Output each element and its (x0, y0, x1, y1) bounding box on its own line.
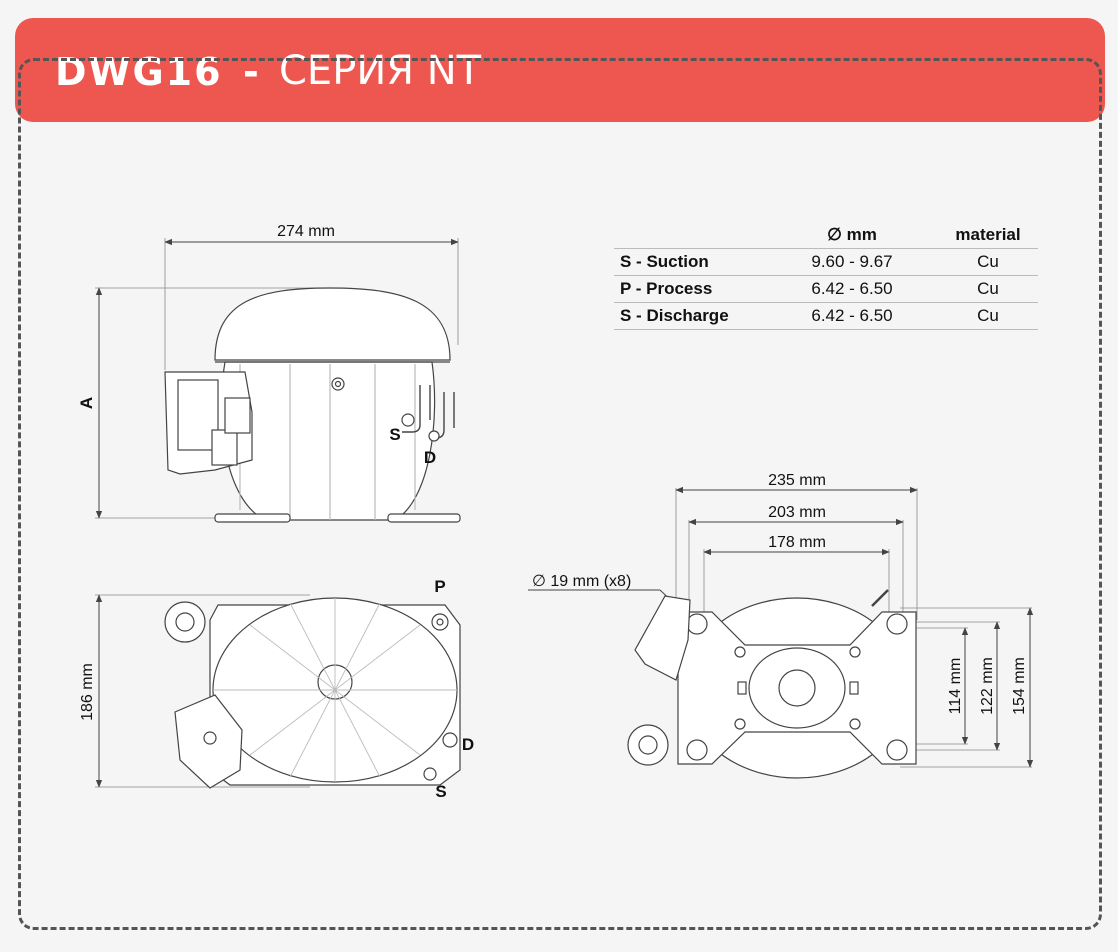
spec-row-name: P - Process (614, 275, 766, 303)
spec-row-suction: S - Suction 9.60 - 9.67 Cu (614, 248, 1038, 276)
spec-row-process: P - Process 6.42 - 6.50 Cu (614, 275, 1038, 303)
compressor-dome (214, 287, 451, 361)
top-view (95, 594, 461, 789)
series-title: СЕРИЯ NT (279, 48, 482, 94)
connection-spec-table: ∅ mm material S - Suction 9.60 - 9.67 Cu… (614, 222, 1038, 330)
spec-row-material: Cu (938, 302, 1038, 330)
right-foot (387, 513, 461, 523)
title-separator: - (243, 50, 259, 94)
suction-tube (402, 385, 421, 433)
title-banner: DWG16 - СЕРИЯ NT (15, 18, 1105, 122)
spec-row-discharge: S - Discharge 6.42 - 6.50 Cu (614, 302, 1038, 330)
spec-row-diameter: 9.60 - 9.67 (766, 248, 938, 276)
spec-table-header: ∅ mm material (614, 222, 1038, 249)
spec-row-name: S - Discharge (614, 302, 766, 330)
base-height-mid-label: 122 mm (979, 657, 996, 715)
base-width-inner-label: 178 mm (768, 534, 826, 551)
top-terminal-box (174, 694, 243, 789)
base-terminal-box (634, 595, 691, 681)
top-depth-label: 186 mm (79, 663, 96, 721)
side-height-label: A (77, 397, 96, 409)
base-height-outer-label: 154 mm (1011, 657, 1028, 715)
dashed-frame (18, 58, 1102, 930)
base-height-inner-label: 114 mm (947, 658, 964, 715)
compressor-body (220, 361, 436, 521)
spec-row-name: S - Suction (614, 248, 766, 276)
left-foot (214, 513, 291, 523)
top-port-s-label: S (435, 782, 446, 801)
top-port-d-label: D (462, 735, 474, 754)
spec-row-material: Cu (938, 275, 1038, 303)
base-rotary-cap (627, 724, 669, 766)
mounting-holes (686, 613, 908, 761)
rotary-cap (164, 601, 206, 643)
top-port-p-label: P (434, 577, 445, 596)
spec-row-material: Cu (938, 248, 1038, 276)
base-view (528, 486, 1034, 779)
side-port-s-label: S (389, 425, 400, 444)
spec-header-material: material (955, 225, 1021, 244)
spec-row-diameter: 6.42 - 6.50 (766, 302, 938, 330)
base-width-outer-label: 235 mm (768, 472, 826, 489)
model-title: DWG16 (55, 50, 223, 94)
side-width-label: 274 mm (277, 223, 335, 240)
hole-diameter-label: ∅ 19 mm (x8) (532, 573, 631, 590)
side-view (95, 238, 461, 523)
spec-row-diameter: 6.42 - 6.50 (766, 275, 938, 303)
side-port-d-label: D (424, 448, 436, 467)
base-width-mid-label: 203 mm (768, 504, 826, 521)
spec-header-diameter: ∅ mm (827, 225, 877, 244)
